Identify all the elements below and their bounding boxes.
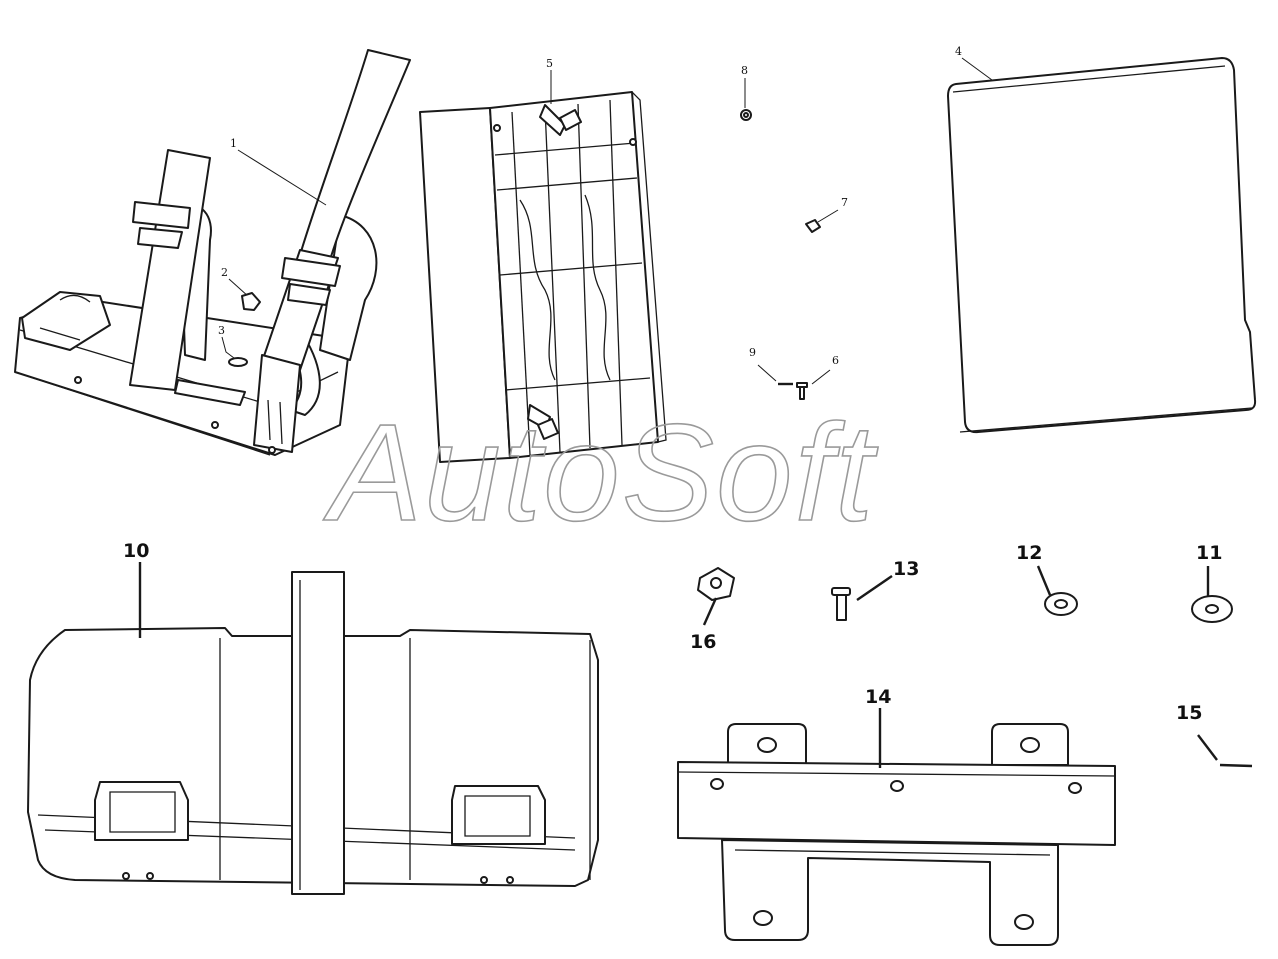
svg-text:12: 12 bbox=[1016, 542, 1042, 564]
svg-text:14: 14 bbox=[865, 686, 891, 708]
part-14-mounting-bracket bbox=[677, 723, 1116, 946]
svg-text:2: 2 bbox=[221, 266, 228, 279]
washer-small bbox=[228, 357, 248, 367]
svg-text:10: 10 bbox=[123, 540, 149, 562]
callout-11: 11 bbox=[1191, 542, 1233, 623]
callout-16: 16 bbox=[690, 567, 735, 653]
svg-text:7: 7 bbox=[841, 196, 848, 209]
bolt-13 bbox=[831, 587, 851, 621]
nut-small bbox=[241, 292, 261, 311]
svg-text:13: 13 bbox=[893, 558, 919, 580]
callout-3: 3 bbox=[218, 324, 248, 367]
callout-14: 14 bbox=[865, 686, 891, 768]
callout-7: 7 bbox=[805, 196, 848, 233]
part-4-flat-panel bbox=[947, 57, 1257, 434]
svg-text:1: 1 bbox=[230, 137, 237, 150]
callout-9: 9 bbox=[749, 346, 793, 386]
pin-15 bbox=[1219, 763, 1253, 768]
svg-text:16: 16 bbox=[690, 631, 716, 653]
part-5-ribbed-cover bbox=[419, 91, 667, 463]
svg-text:8: 8 bbox=[741, 64, 748, 77]
svg-text:9: 9 bbox=[749, 346, 756, 359]
callout-1: 1 bbox=[230, 137, 327, 206]
svg-text:5: 5 bbox=[546, 57, 553, 70]
callout-8: 8 bbox=[740, 64, 752, 121]
svg-text:15: 15 bbox=[1176, 702, 1202, 724]
callout-4: 4 bbox=[955, 45, 993, 81]
callout-10: 10 bbox=[123, 540, 149, 638]
svg-text:11: 11 bbox=[1196, 542, 1222, 564]
screw-6 bbox=[796, 382, 808, 400]
callout-12: 12 bbox=[1016, 542, 1078, 616]
callout-5: 5 bbox=[546, 57, 553, 104]
part-10-battery-box bbox=[27, 571, 599, 895]
svg-text:6: 6 bbox=[832, 354, 839, 367]
svg-text:3: 3 bbox=[218, 324, 225, 337]
cage-nut-16 bbox=[697, 567, 735, 601]
callout-13: 13 bbox=[831, 558, 919, 621]
part-1-battery-tray-with-straps bbox=[14, 49, 411, 456]
watermark-text: AutoSoft bbox=[323, 396, 879, 550]
callout-2: 2 bbox=[221, 266, 261, 311]
svg-text:4: 4 bbox=[955, 45, 962, 58]
callout-6: 6 bbox=[796, 354, 839, 400]
nut-7 bbox=[805, 219, 821, 233]
callout-15: 15 bbox=[1176, 702, 1253, 768]
